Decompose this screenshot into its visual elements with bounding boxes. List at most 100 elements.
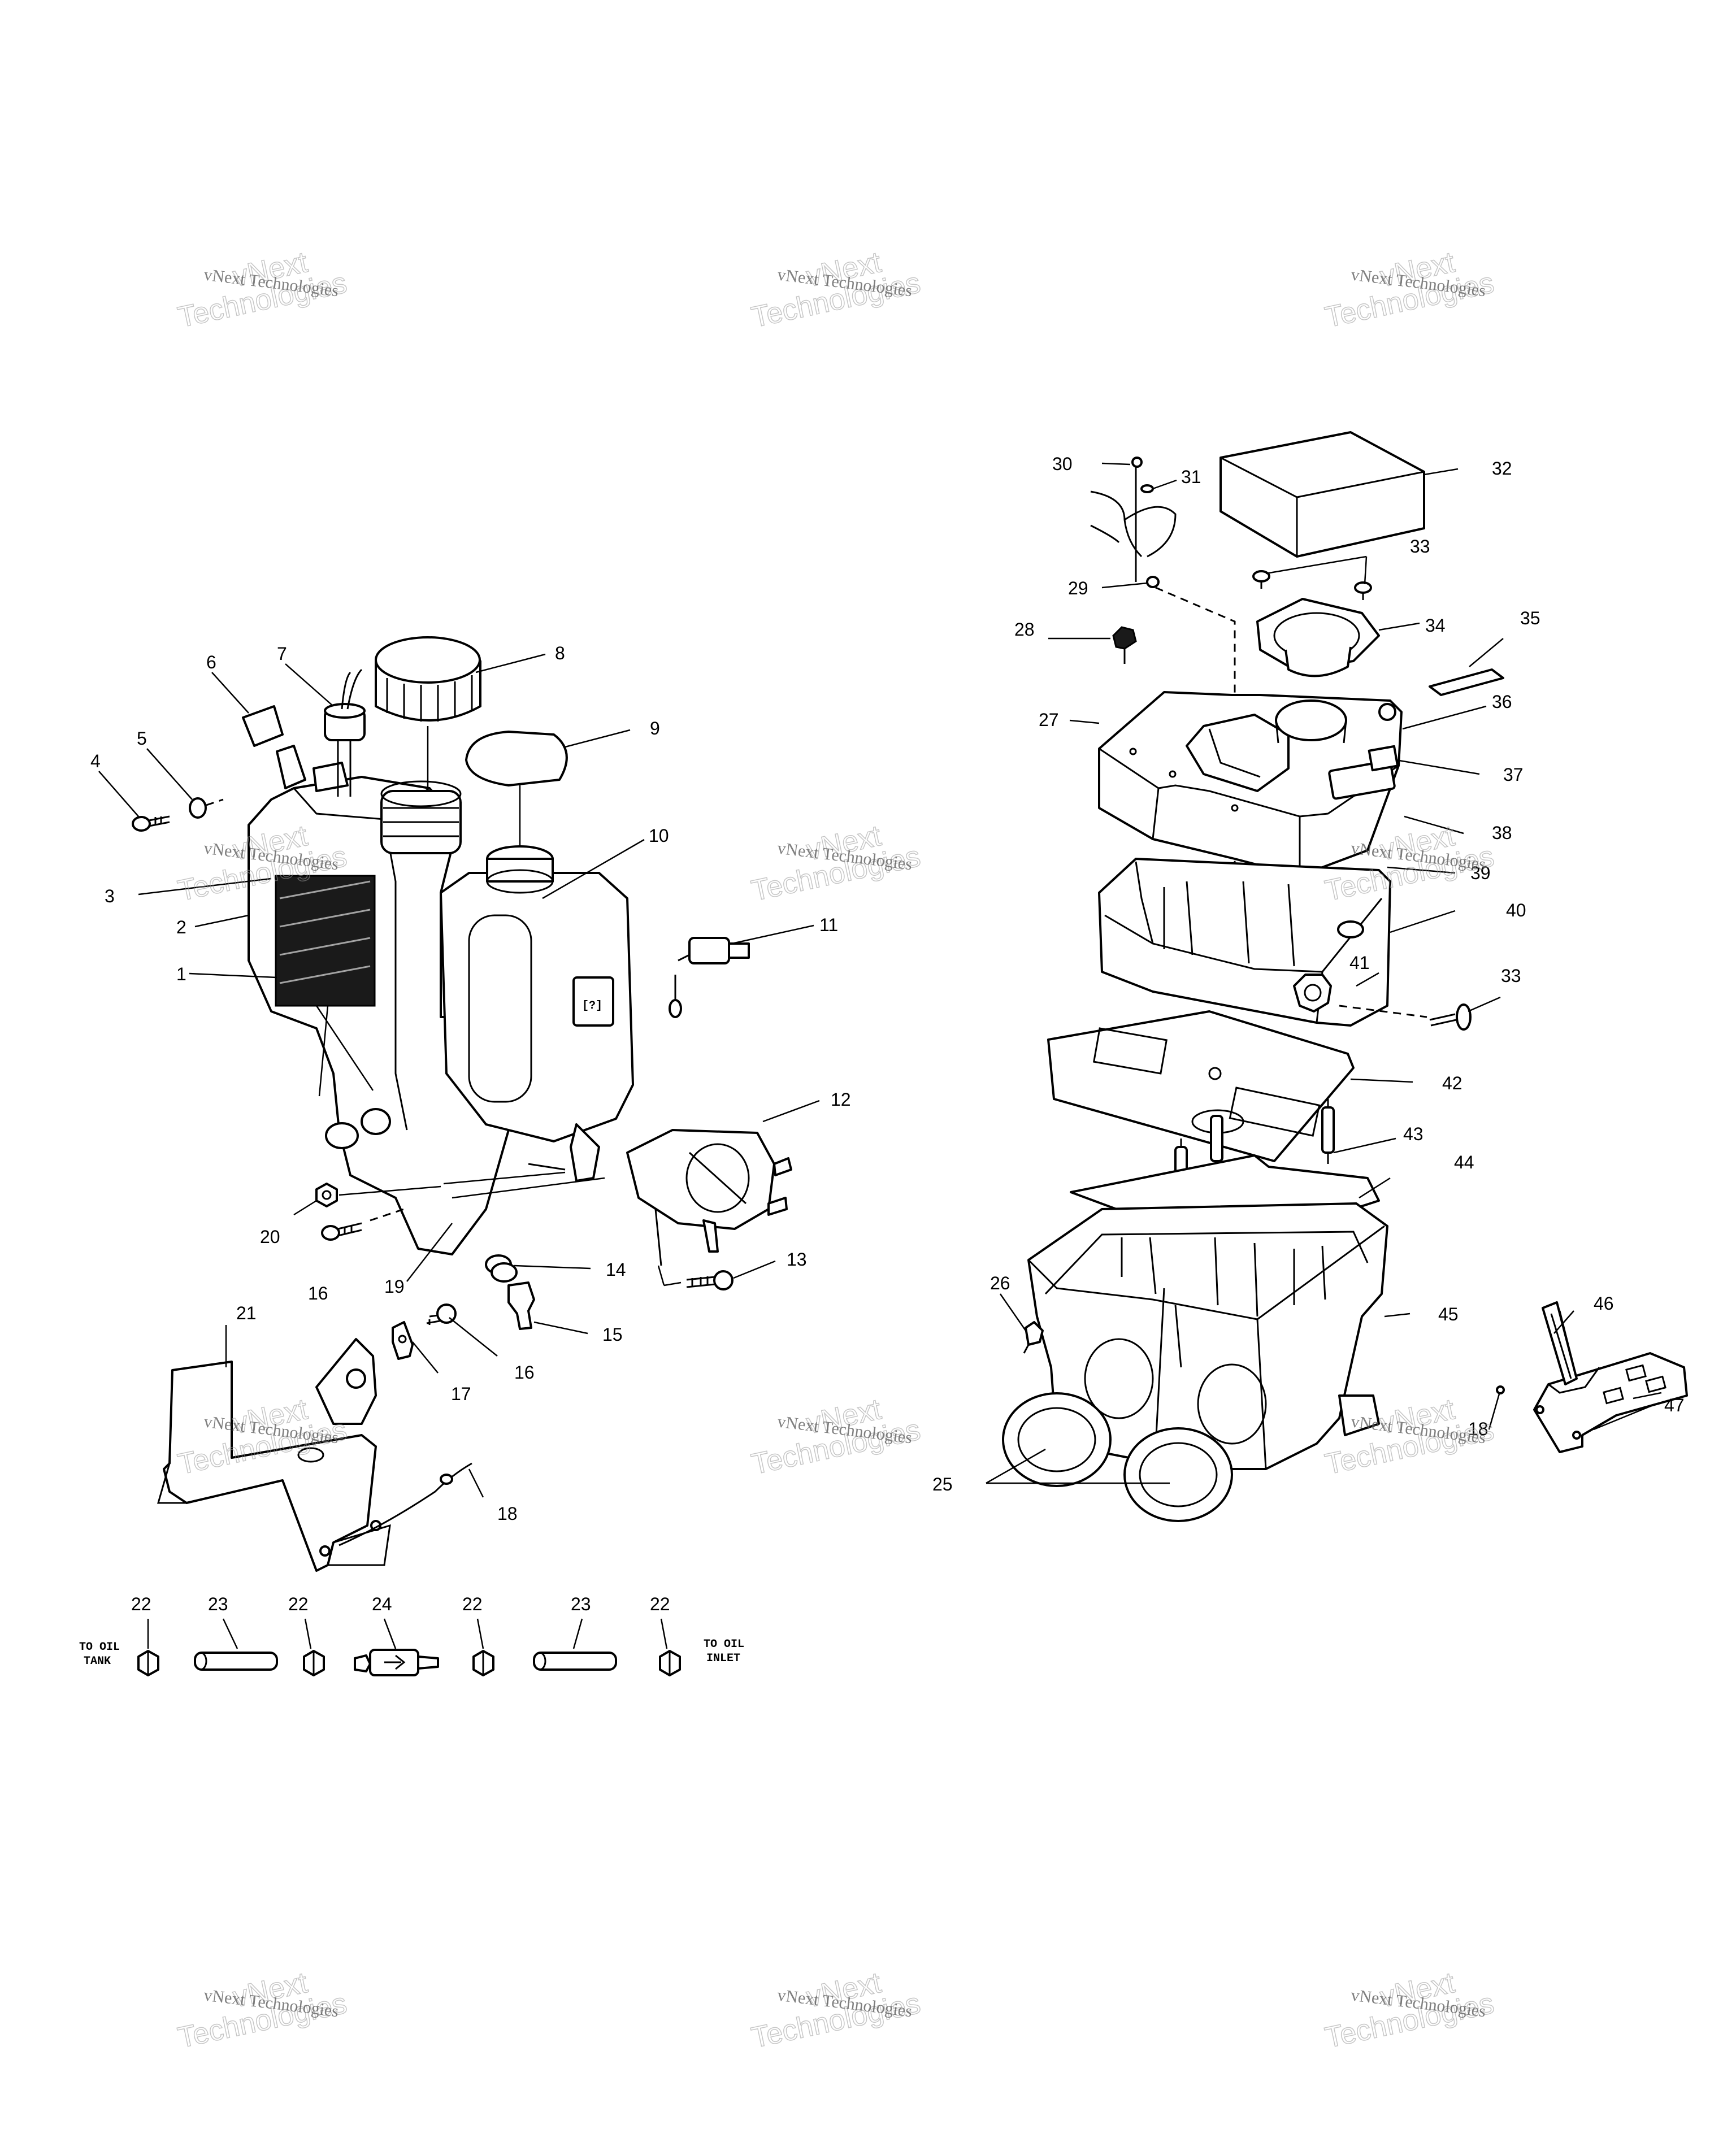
callout-33-right: 33 xyxy=(1501,966,1521,986)
callout-22-d: 22 xyxy=(650,1594,670,1614)
callout-5: 5 xyxy=(137,728,147,749)
callout-9: 9 xyxy=(650,718,660,738)
washer-5 xyxy=(189,797,207,819)
airbox-lid xyxy=(1098,691,1403,877)
hose-23b xyxy=(533,1652,617,1671)
callout-12: 12 xyxy=(831,1089,851,1110)
gasket-plate xyxy=(1047,1010,1355,1162)
callout-29: 29 xyxy=(1068,578,1088,598)
callout-31: 31 xyxy=(1181,467,1201,487)
screw-33-top-b xyxy=(1354,581,1372,600)
callout-2: 2 xyxy=(176,917,186,937)
callout-27: 27 xyxy=(1039,710,1059,730)
lid-knob xyxy=(1293,974,1332,1013)
screw-33-right xyxy=(1429,1003,1472,1031)
callout-11: 11 xyxy=(819,915,838,935)
callout-18-right: 18 xyxy=(1468,1419,1488,1439)
callout-40: 40 xyxy=(1506,900,1526,920)
airbox-assembly xyxy=(1002,431,1688,1522)
reservoir-cap xyxy=(465,731,568,848)
callout-46: 46 xyxy=(1594,1293,1614,1314)
grommet-14 xyxy=(485,1254,518,1283)
nut-20 xyxy=(315,1183,338,1207)
callout-26: 26 xyxy=(990,1273,1010,1293)
callout-20: 20 xyxy=(260,1227,280,1247)
callout-23-a: 23 xyxy=(208,1594,228,1614)
mounting-bracket xyxy=(157,1338,391,1572)
oil-pump xyxy=(626,1129,792,1286)
callout-16-right: 16 xyxy=(514,1362,535,1383)
fitting-15 xyxy=(507,1281,535,1330)
callout-32: 32 xyxy=(1492,458,1512,479)
callout-44: 44 xyxy=(1454,1152,1474,1172)
nut-22d xyxy=(659,1650,681,1676)
callout-1: 1 xyxy=(176,964,186,984)
callout-24: 24 xyxy=(372,1594,392,1614)
shutoff-valve xyxy=(669,937,750,1018)
strap-18 xyxy=(338,1462,472,1546)
callout-35: 35 xyxy=(1520,608,1540,628)
screw-16a xyxy=(321,1222,362,1241)
callout-41: 41 xyxy=(1349,953,1370,973)
svg-text:[?]: [?] xyxy=(582,1000,602,1013)
callout-28: 28 xyxy=(1014,619,1035,640)
note-to-oil-tank-2: TANK xyxy=(84,1655,111,1668)
throttle-linkage xyxy=(1090,457,1236,938)
intake-adapter xyxy=(1256,598,1380,677)
decal-strip xyxy=(1429,668,1504,696)
callout-45: 45 xyxy=(1438,1304,1459,1324)
screw-4 xyxy=(132,815,170,832)
callout-22-c: 22 xyxy=(462,1594,483,1614)
screw-33-top-a xyxy=(1252,570,1270,589)
callout-19: 19 xyxy=(384,1276,405,1297)
callout-13: 13 xyxy=(787,1249,807,1270)
callout-22-b: 22 xyxy=(288,1594,309,1614)
nut-22a xyxy=(137,1650,159,1676)
callout-22-a: 22 xyxy=(131,1594,151,1614)
callout-43: 43 xyxy=(1403,1124,1423,1144)
hose-23a xyxy=(194,1652,278,1671)
drain-valve xyxy=(1023,1321,1044,1354)
callout-33-top: 33 xyxy=(1410,536,1430,557)
callout-8: 8 xyxy=(555,643,565,663)
callout-36: 36 xyxy=(1492,692,1512,712)
callout-labels: 1 2 3 4 5 6 7 8 9 10 11 12 13 14 15 16 1… xyxy=(90,454,1685,1614)
line-notes: TO OIL TANK TO OIL INLET xyxy=(79,1638,744,1668)
callout-37: 37 xyxy=(1503,764,1524,785)
boot-25b xyxy=(1123,1427,1233,1522)
airbox-bracket xyxy=(1533,1301,1688,1453)
oil-tank-assembly: [?] xyxy=(248,745,634,1255)
level-sender xyxy=(324,668,366,797)
callout-42: 42 xyxy=(1442,1073,1462,1093)
screw-13 xyxy=(663,1270,734,1290)
callout-16-left: 16 xyxy=(308,1283,328,1303)
callout-30: 30 xyxy=(1052,454,1073,474)
callout-14: 14 xyxy=(606,1259,626,1280)
spacer-c xyxy=(1321,1099,1335,1164)
screw-16b xyxy=(426,1303,457,1325)
leader-lines xyxy=(98,462,1662,1649)
oil-line-kit xyxy=(137,1649,681,1676)
note-to-oil-inlet-1: TO OIL xyxy=(704,1638,744,1651)
fastener-knob xyxy=(1112,626,1137,664)
airbox-base xyxy=(1027,1202,1388,1470)
boot-25a xyxy=(1002,1392,1112,1487)
note-to-oil-tank-1: TO OIL xyxy=(79,1641,120,1654)
callout-7: 7 xyxy=(277,644,287,664)
callout-6: 6 xyxy=(206,652,216,672)
callout-47: 47 xyxy=(1664,1395,1685,1415)
callout-21: 21 xyxy=(236,1303,257,1323)
callout-4: 4 xyxy=(90,751,101,771)
filler-cap xyxy=(375,636,481,788)
callout-17: 17 xyxy=(451,1384,471,1404)
